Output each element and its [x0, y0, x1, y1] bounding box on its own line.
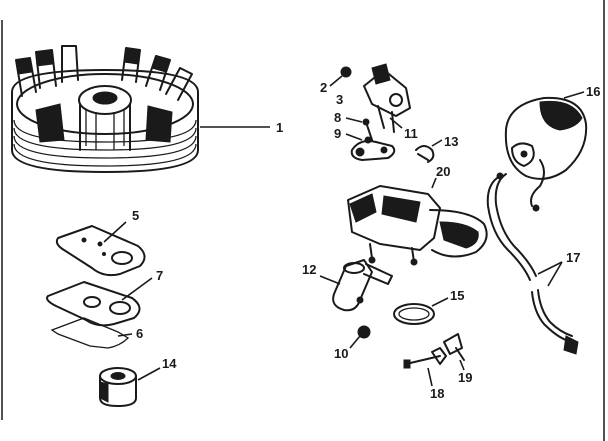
part-label-10: 10 — [334, 346, 348, 361]
part-label-19: 19 — [458, 370, 472, 385]
breaker-points-part-11 — [350, 63, 411, 161]
leader-line-6 — [117, 333, 133, 337]
leader-line-7 — [121, 277, 153, 301]
clip-part-13 — [415, 145, 435, 163]
leader-line-18 — [427, 367, 433, 387]
screw-part-8 — [362, 118, 373, 141]
leader-line-14 — [137, 367, 161, 381]
plate-part-7 — [46, 281, 141, 327]
part-label-1: 1 — [276, 120, 283, 135]
part-label-2: 2 — [320, 80, 327, 95]
part-label-16: 16 — [586, 84, 600, 99]
leader-line-17b — [547, 261, 563, 287]
part-label-17: 17 — [566, 250, 580, 265]
leader-line-15 — [431, 297, 449, 307]
terminal-part-19 — [443, 333, 465, 361]
gasket-plate-part-5 — [55, 225, 146, 277]
gasket-part-6 — [50, 317, 130, 349]
nut-part-10 — [357, 325, 371, 339]
leader-line-10 — [349, 335, 361, 349]
screw-part-9 — [364, 136, 372, 144]
lever-part-12 — [332, 259, 393, 312]
nut-part-2 — [340, 66, 352, 78]
stator-plate-part-20 — [347, 185, 488, 266]
leader-line-13 — [431, 139, 443, 147]
spacer-part-14 — [99, 367, 137, 407]
leader-line-17a — [537, 261, 563, 275]
part-label-20: 20 — [436, 164, 450, 179]
ignition-coil-part-16 — [504, 96, 588, 212]
leader-line-16 — [563, 91, 585, 99]
part-label-8: 8 — [334, 110, 341, 125]
part-label-3: 3 — [336, 92, 343, 107]
leader-line-2 — [329, 75, 343, 87]
leader-line-12 — [319, 275, 341, 285]
lead-wires-part-17 — [486, 172, 579, 355]
screw-part-18 — [403, 347, 447, 369]
part-label-11: 11 — [404, 126, 418, 141]
part-label-12: 12 — [302, 262, 316, 277]
leader-line-9 — [345, 133, 363, 141]
part-label-15: 15 — [450, 288, 464, 303]
leader-line-19 — [459, 359, 465, 371]
leader-line-20 — [431, 177, 437, 189]
part-label-9: 9 — [334, 126, 341, 141]
part-label-5: 5 — [132, 208, 139, 223]
part-label-7: 7 — [156, 268, 163, 283]
flywheel-part — [11, 45, 199, 173]
leader-line-8 — [345, 117, 363, 123]
part-label-6: 6 — [136, 326, 143, 341]
leader-line-5 — [103, 221, 127, 243]
leader-line-11 — [389, 117, 403, 129]
part-label-18: 18 — [430, 386, 444, 401]
part-label-14: 14 — [162, 356, 177, 371]
part-label-13: 13 — [444, 134, 458, 149]
o-ring-part-15 — [393, 303, 435, 325]
